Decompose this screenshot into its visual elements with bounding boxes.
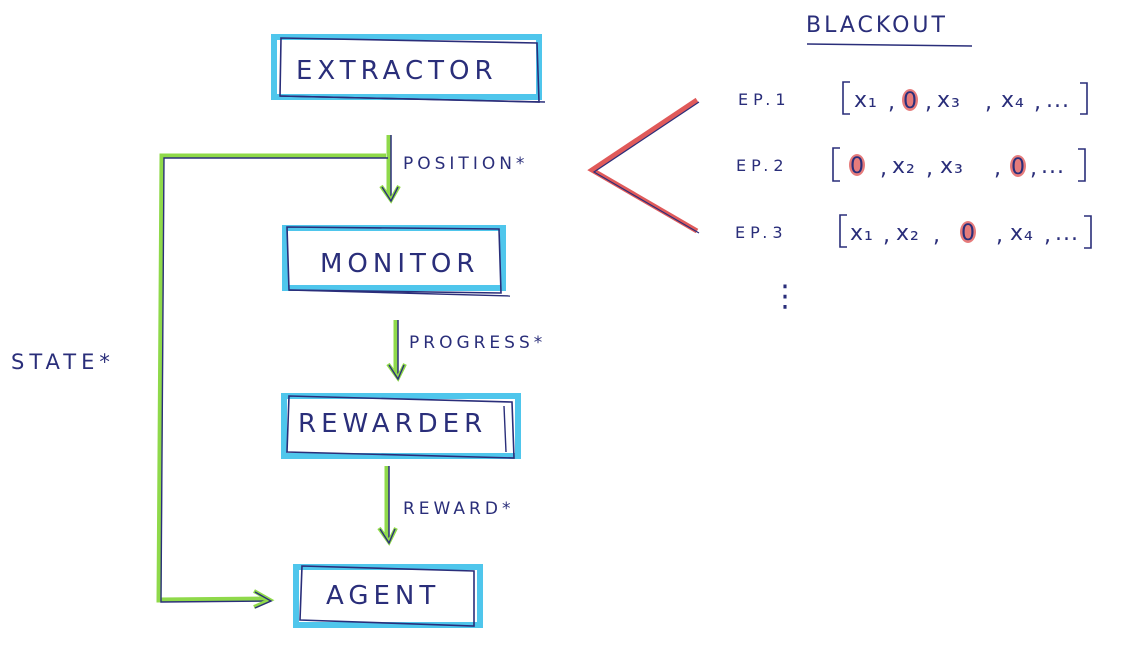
sequence-item: ... xyxy=(1041,154,1065,179)
sequence-item: x₂ xyxy=(892,154,916,179)
svg-text:,: , xyxy=(880,156,888,181)
rewarder-block: REWARDER xyxy=(281,393,521,459)
extractor-block: EXTRACTOR xyxy=(271,34,546,103)
blackout-zero: 0 xyxy=(1011,155,1026,180)
state-loop-arrow: STATE* xyxy=(11,153,388,609)
blackout-title-text: BLACKOUT xyxy=(806,13,948,38)
svg-text:,: , xyxy=(1034,90,1042,115)
episode-row-3: EP.3 x₁ , x₂ , 0 , x₄ , ... xyxy=(735,214,1092,249)
sequence-item: x₁ xyxy=(850,221,874,246)
reward-arrow: REWARD* xyxy=(377,466,514,546)
sequence-item: ... xyxy=(1055,221,1079,246)
agent-block: AGENT xyxy=(293,564,483,628)
svg-text:,: , xyxy=(1044,223,1052,248)
sequence-item: x₁ xyxy=(854,88,878,113)
sequence-item: x₂ xyxy=(896,221,920,246)
sequence-item: ... xyxy=(1046,88,1070,113)
progress-label: PROGRESS* xyxy=(409,333,546,353)
svg-text:,: , xyxy=(994,156,1002,181)
sequence-item: x₄ xyxy=(1001,88,1025,113)
svg-text:,: , xyxy=(933,223,941,248)
svg-text:,: , xyxy=(888,90,896,115)
extractor-label: EXTRACTOR xyxy=(296,56,498,86)
episode-label: EP.3 xyxy=(735,223,788,242)
monitor-label: MONITOR xyxy=(320,249,479,279)
sequence-item: x₃ xyxy=(937,88,961,113)
state-label: STATE* xyxy=(11,350,115,374)
svg-text:,: , xyxy=(883,223,891,248)
position-label: POSITION* xyxy=(403,154,528,174)
svg-text:,: , xyxy=(985,90,993,115)
episode-row-1: EP.1 x₁ , 0 , x₃ , x₄ , ... xyxy=(738,81,1088,115)
position-arrow: POSITION* xyxy=(379,135,528,204)
episode-row-2: EP.2 0 , x₂ , x₃ , 0 , ... xyxy=(736,147,1086,182)
svg-text:,: , xyxy=(996,223,1004,248)
blackout-zero: 0 xyxy=(850,154,865,179)
svg-text:,: , xyxy=(1030,156,1038,181)
sequence-item: x₄ xyxy=(1010,221,1034,246)
episode-label: EP.2 xyxy=(736,156,789,175)
episode-label: EP.1 xyxy=(738,90,791,109)
rewarder-label: REWARDER xyxy=(298,409,487,439)
reward-label: REWARD* xyxy=(403,499,514,519)
more-episodes-ellipsis: ⋮ xyxy=(770,279,800,314)
blackout-zero: 0 xyxy=(961,221,976,246)
sequence-item: x₃ xyxy=(940,154,964,179)
svg-text:,: , xyxy=(925,90,933,115)
agent-label: AGENT xyxy=(326,581,440,611)
monitor-block: MONITOR xyxy=(282,225,511,297)
progress-arrow: PROGRESS* xyxy=(386,320,546,382)
blackout-title: BLACKOUT xyxy=(806,13,973,47)
blackout-zero: 0 xyxy=(903,89,918,114)
blackout-chevron xyxy=(587,97,700,234)
svg-text:,: , xyxy=(926,156,934,181)
